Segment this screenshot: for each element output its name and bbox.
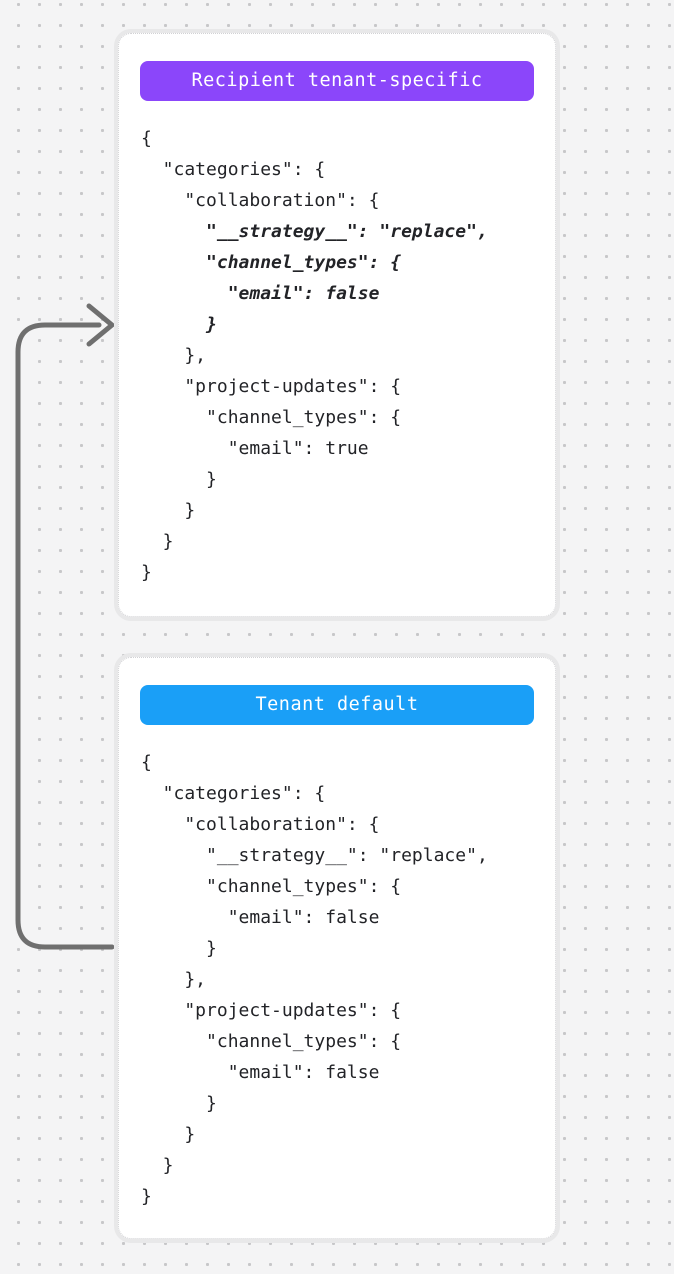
code-line: "collaboration": { xyxy=(141,814,380,835)
flow-arrow-line xyxy=(15,322,115,950)
code-line: "collaboration": { xyxy=(141,190,380,211)
code-line: { xyxy=(141,752,152,773)
code-line: "categories": { xyxy=(141,783,326,804)
flow-arrow-stroke xyxy=(15,303,115,950)
code-line: } xyxy=(141,500,196,521)
code-line: "channel_types": { xyxy=(141,1031,402,1052)
code-line: "channel_types": { xyxy=(141,407,402,428)
code-line: } xyxy=(141,1124,196,1145)
code-line: "email": false xyxy=(141,1062,380,1083)
code-line: }, xyxy=(141,345,207,366)
code-line: { xyxy=(141,128,152,149)
code-line-emphasized: "__strategy__": "replace", xyxy=(141,221,488,242)
tenant-default-json-code-block: { "categories": { "collaboration": { "__… xyxy=(141,747,534,1212)
code-line: "project-updates": { xyxy=(141,1000,402,1021)
code-line: }, xyxy=(141,969,207,990)
code-line-emphasized: } xyxy=(141,314,217,335)
code-line: "__strategy__": "replace", xyxy=(141,845,488,866)
code-line: "categories": { xyxy=(141,159,326,180)
tenant-default-card: Tenant default { "categories": { "collab… xyxy=(118,657,556,1239)
recipient-tenant-specific-badge: Recipient tenant-specific xyxy=(140,61,534,101)
code-line: "email": true xyxy=(141,438,369,459)
recipient-json-code-block: { "categories": { "collaboration": { "__… xyxy=(141,123,534,588)
code-line-emphasized: "email": false xyxy=(141,283,380,304)
code-line: "email": false xyxy=(141,907,380,928)
code-line: } xyxy=(141,469,217,490)
code-line: } xyxy=(141,1186,152,1207)
code-line: } xyxy=(141,1093,217,1114)
code-line: } xyxy=(141,531,174,552)
code-line: "channel_types": { xyxy=(141,876,402,897)
flow-arrow-head xyxy=(86,303,115,347)
tenant-default-badge: Tenant default xyxy=(140,685,534,725)
code-line: } xyxy=(141,938,217,959)
code-line: "project-updates": { xyxy=(141,376,402,397)
code-line: } xyxy=(141,1155,174,1176)
recipient-tenant-specific-card: Recipient tenant-specific { "categories"… xyxy=(118,33,556,617)
code-line: } xyxy=(141,562,152,583)
code-line-emphasized: "channel_types": { xyxy=(141,252,402,273)
